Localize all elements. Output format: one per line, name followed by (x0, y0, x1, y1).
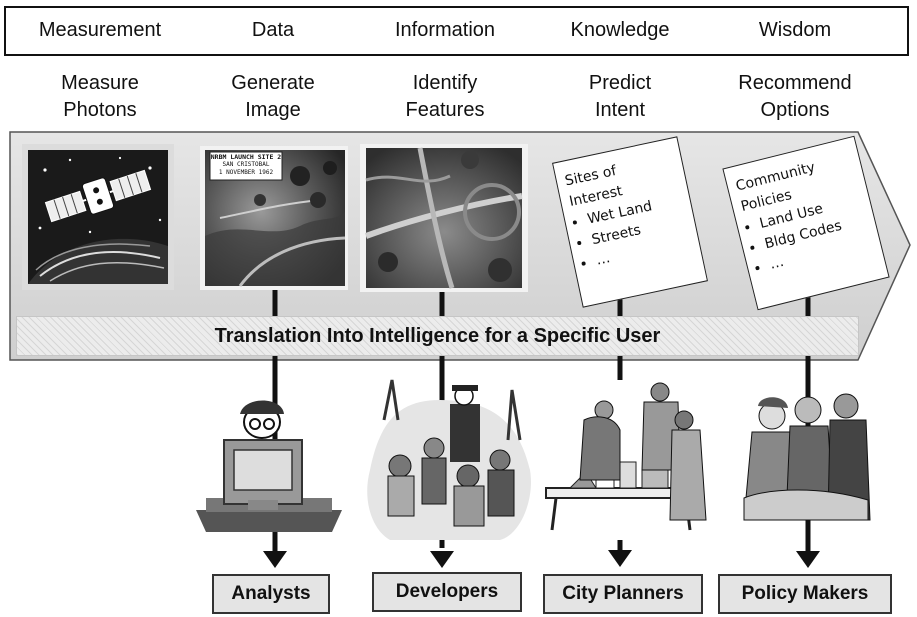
arrow-to-city-planners (608, 550, 632, 567)
stage-header-box (4, 6, 909, 56)
feature-circle-marker (463, 183, 521, 241)
aerial-photo-image (200, 146, 348, 290)
stage-wisdom-label: Wisdom (758, 19, 832, 41)
arrow-to-analysts (263, 551, 287, 568)
satellite-icon (22, 144, 174, 290)
user-box-city-planners: City Planners (543, 574, 703, 614)
stage-knowledge-label: Knowledge (570, 19, 670, 41)
stage-measurement-label: Measurement (38, 19, 162, 41)
user-box-analysts: Analysts (212, 574, 330, 614)
stage-data-label: Data (251, 19, 295, 41)
translation-strip (16, 316, 859, 356)
policy-makers-icon (743, 393, 871, 521)
arrowheads (263, 550, 820, 568)
stage-information-label: Information (394, 19, 496, 41)
arrow-to-developers (430, 551, 454, 568)
user-box-policy-makers: Policy Makers (718, 574, 892, 614)
user-box-developers: Developers (372, 572, 522, 612)
developers-group-icon (367, 379, 531, 540)
arrow-to-policy-makers (796, 551, 820, 568)
translation-label: Translation Into Intelligence for a Spec… (214, 325, 661, 347)
feature-identification-image (360, 144, 528, 292)
photo-sign-text: NRBM LAUNCH SITE 2 SAN CRISTOBAL 1 NOVEM… (210, 153, 282, 176)
city-planners-icon (545, 382, 707, 531)
analyst-computer-icon (196, 400, 342, 532)
